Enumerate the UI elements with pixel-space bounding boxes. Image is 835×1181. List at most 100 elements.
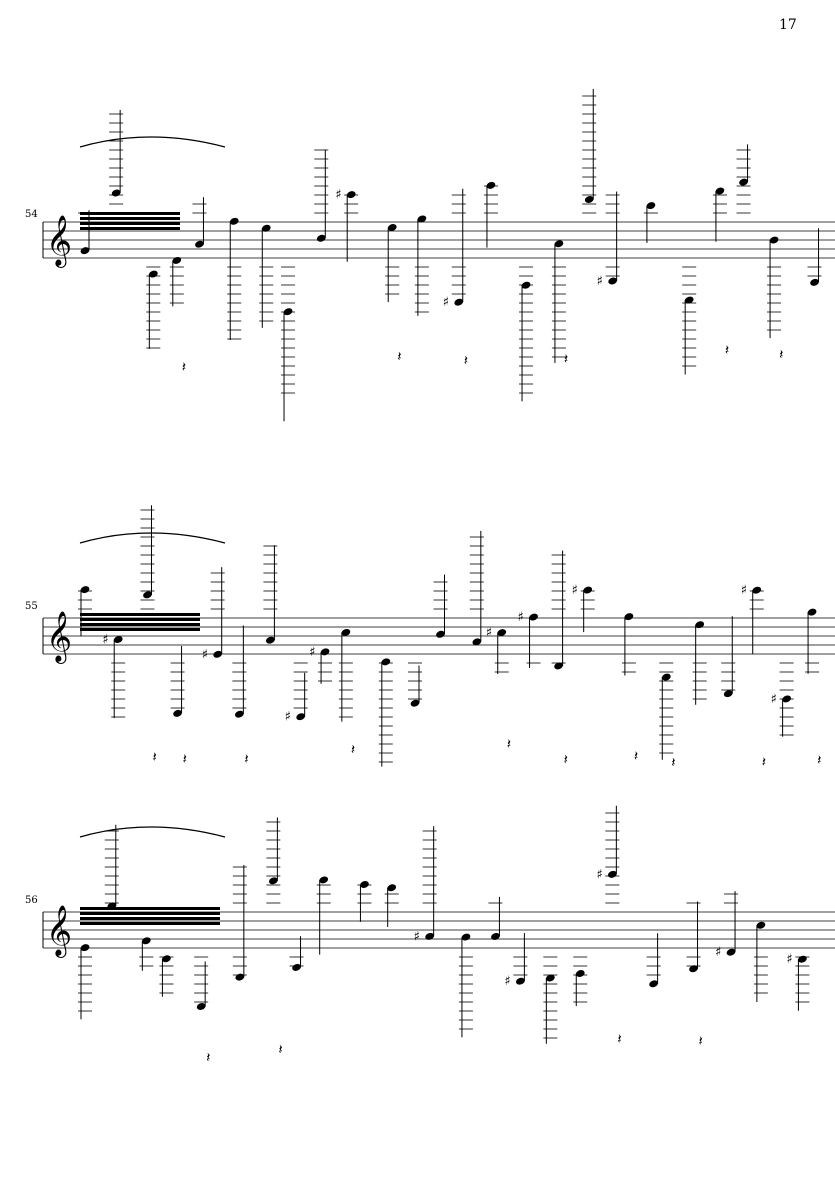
rest-icon: 𝄽 (507, 737, 511, 753)
notehead (554, 662, 563, 670)
notehead (752, 586, 762, 594)
notehead (529, 613, 538, 621)
rest-icon: 𝄽 (278, 1042, 282, 1058)
tie (79, 826, 226, 838)
notehead (417, 215, 427, 223)
rest-icon: 𝄽 (564, 352, 568, 368)
rest-icon: 𝄽 (617, 1032, 621, 1048)
notehead (798, 955, 807, 963)
notehead (515, 977, 525, 985)
sharp-icon: ♯ (572, 583, 578, 598)
notehead (472, 638, 482, 646)
notehead (172, 256, 182, 264)
beam (80, 907, 220, 910)
notehead (554, 240, 564, 248)
notehead (584, 196, 594, 203)
sharp-icon: ♯ (285, 710, 291, 725)
rest-icon: 𝄽 (152, 750, 156, 766)
rest-icon: 𝄽 (671, 755, 675, 771)
notehead (661, 673, 671, 681)
notehead (436, 630, 445, 638)
beam (80, 618, 200, 621)
tie (79, 532, 226, 544)
notehead (261, 224, 271, 232)
rest-icon: 𝄽 (634, 748, 638, 764)
measure-number: 55 (25, 601, 38, 612)
rest-icon: 𝄽 (699, 1033, 703, 1049)
sharp-icon: ♯ (518, 610, 524, 625)
notehead (316, 234, 326, 242)
tie (79, 136, 226, 148)
notehead (381, 658, 391, 666)
sharp-icon: ♯ (202, 647, 208, 662)
notehead (195, 240, 204, 248)
notehead (296, 713, 306, 721)
notehead (235, 973, 245, 981)
notehead (360, 881, 369, 888)
sharp-icon: ♯ (414, 929, 420, 944)
notehead (689, 965, 698, 973)
rest-icon: 𝄽 (183, 752, 187, 768)
notehead (319, 876, 329, 884)
notehead (649, 980, 658, 988)
notehead (410, 699, 420, 707)
sharp-icon: ♯ (596, 867, 602, 882)
notehead (624, 613, 634, 621)
sharp-icon: ♯ (771, 692, 777, 707)
notehead (173, 709, 182, 717)
rest-icon: 𝄽 (779, 347, 783, 363)
beam (80, 628, 200, 631)
sharp-icon: ♯ (309, 645, 315, 660)
rest-icon: 𝄽 (464, 353, 468, 369)
sharp-icon: ♯ (335, 188, 341, 203)
sharp-icon: ♯ (102, 633, 108, 648)
notehead (113, 636, 123, 643)
notehead (497, 629, 507, 637)
sharp-icon: ♯ (443, 295, 449, 310)
rest-icon: 𝄽 (244, 752, 248, 768)
sharp-icon: ♯ (486, 626, 492, 641)
notehead (695, 621, 705, 629)
rest-icon: 𝄽 (206, 1050, 210, 1066)
sharp-icon: ♯ (597, 274, 603, 289)
notehead (454, 298, 464, 306)
notehead (810, 278, 819, 286)
notehead (266, 636, 275, 644)
treble-clef: 𝄞 (46, 905, 72, 958)
beam (80, 917, 220, 920)
notehead (143, 591, 152, 599)
notehead (268, 877, 278, 885)
notehead (341, 628, 351, 636)
rest-icon: 𝄽 (725, 343, 729, 359)
notehead (80, 247, 90, 255)
rest-icon: 𝄽 (397, 349, 401, 365)
notehead (387, 224, 397, 231)
rest-icon: 𝄽 (182, 359, 186, 375)
notehead (213, 650, 223, 658)
sharp-icon: ♯ (786, 952, 792, 967)
beam (80, 922, 220, 925)
notehead (491, 933, 500, 940)
rest-icon: 𝄽 (817, 752, 821, 768)
notehead (196, 1003, 206, 1010)
beam (80, 613, 200, 616)
beam (80, 912, 220, 915)
rest-icon: 𝄽 (351, 742, 355, 758)
measure-number: 56 (25, 895, 38, 906)
notehead (387, 884, 397, 892)
notehead (486, 181, 496, 189)
notehead (425, 932, 435, 940)
notehead (229, 217, 239, 225)
treble-clef: 𝄞 (46, 215, 72, 268)
notehead (545, 974, 555, 982)
notehead (320, 648, 330, 656)
beam (80, 623, 200, 626)
notehead (461, 933, 471, 941)
notehead (807, 608, 817, 616)
sharp-icon: ♯ (715, 945, 721, 960)
beam (80, 222, 180, 225)
notehead (684, 296, 694, 304)
rest-icon: 𝄽 (564, 752, 568, 768)
page-number: 17 (779, 17, 797, 33)
